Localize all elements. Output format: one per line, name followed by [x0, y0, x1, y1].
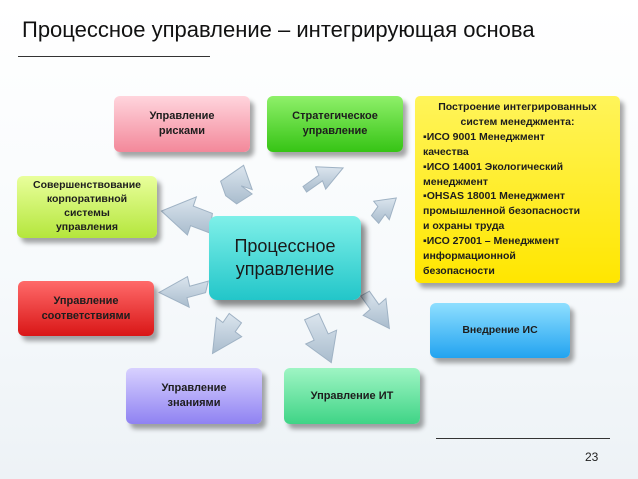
integrated-header-line-1: Построение интегрированных [438, 101, 597, 113]
iso27001-line-3: безопасности [423, 264, 495, 277]
knowledge-management-box: Управление знаниями [126, 368, 262, 424]
title-underline [18, 56, 210, 57]
strategic-line-1: Стратегическое [292, 110, 378, 123]
knowledge-line-1: Управление [161, 382, 227, 395]
footer-rule [436, 438, 610, 439]
risk-line-1: Управление [149, 110, 215, 123]
compliance-line-1: Управление [53, 294, 119, 307]
ohsas18001-line-3: и охраны труда [423, 220, 505, 233]
integrated-header-line-2: систем менеджмента: [460, 115, 575, 128]
arrow-to-integrated [370, 197, 398, 225]
perfection-line-2: корпоративной [46, 193, 128, 206]
page-title: Процессное управление – интегрирующая ос… [22, 17, 535, 42]
risk-line-2: рисками [158, 125, 206, 137]
it-management-box: Управление ИТ [284, 368, 420, 424]
integrated-systems-box: Построение интегрированных систем менедж… [415, 96, 620, 283]
ohsas18001-line-1: ▪OHSAS 18001 Менеджмент [423, 190, 566, 203]
ohsas18001-line-2: промышленной безопасности [423, 205, 581, 218]
it-line-1: Управление ИТ [310, 389, 394, 402]
perfection-line-4: управления [55, 220, 119, 233]
iso27001-line-2: информационной [423, 250, 516, 263]
is-line-1: Внедрение ИС [462, 323, 538, 336]
center-line-2: управление [235, 259, 335, 279]
iso14001-line-2: менеджмент [423, 175, 488, 188]
iso9001-line-1: ▪ИСО 9001 Менеджмент [423, 130, 545, 143]
arrow-to-compliance [158, 275, 209, 309]
is-implementation-box: Внедрение ИС [430, 303, 570, 358]
perfection-line-1: Совершенствование [32, 179, 141, 192]
arrow-to-risk [220, 164, 254, 205]
strategic-line-2: управление [302, 125, 368, 137]
center-line-1: Процессное [234, 235, 336, 256]
perfection-line-3: системы [64, 207, 110, 219]
iso14001-line-1: ▪ИСО 14001 Экологический [423, 160, 564, 173]
arrow-to-is [360, 290, 391, 330]
arrow-to-perfection [160, 196, 213, 236]
process-management-center-box: Процессное управление [209, 216, 361, 300]
arrow-to-knowledge [211, 312, 243, 355]
knowledge-line-2: знаниями [167, 397, 221, 409]
iso27001-line-1: ▪ИСО 27001 – Менеджмент [423, 235, 560, 248]
iso9001-line-2: качества [423, 145, 469, 158]
arrow-to-strategic [302, 166, 345, 193]
compliance-management-box: Управление соответствиями [18, 281, 154, 336]
arrow-to-it [303, 312, 338, 364]
page-number: 23 [585, 450, 599, 464]
risk-management-box: Управление рисками [114, 96, 250, 152]
compliance-line-2: соответствиями [41, 309, 131, 322]
strategic-management-box: Стратегическое управление [267, 96, 403, 152]
corporate-system-improvement-box: Совершенствование корпоративной системы … [17, 176, 157, 238]
